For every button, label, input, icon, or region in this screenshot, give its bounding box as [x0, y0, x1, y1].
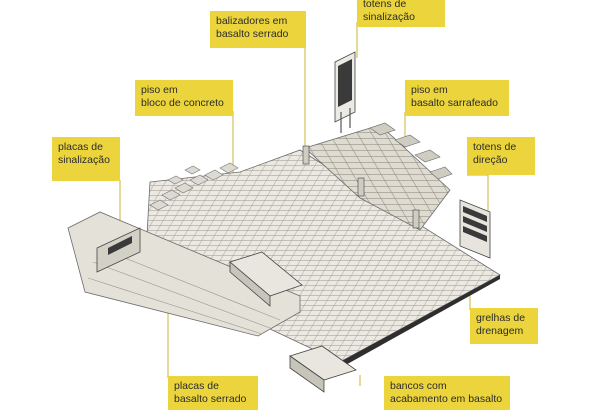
label-basalt-slabs: placas de basalto serrado [168, 376, 258, 410]
label-text: sinalização [363, 11, 415, 23]
label-text: piso em [411, 84, 448, 96]
direction-totem [459, 199, 491, 259]
scattered-blocks [149, 162, 239, 211]
label-bollards: balizadores em basalto serrado [210, 11, 306, 48]
label-text: totens de [363, 0, 407, 10]
label-text: bloco de concreto [141, 97, 224, 109]
label-benches: bancos com acabamento em basalto [384, 376, 510, 410]
isometric-plaza-drawing [67, 22, 501, 393]
drainage-grate [340, 275, 500, 367]
label-text: placas de [58, 141, 103, 153]
bench-upper [229, 251, 303, 307]
label-signage-plates: placas de sinalização [52, 137, 120, 181]
label-basalt-paving: piso em basalto sarrafeado [405, 80, 509, 116]
bollards [302, 145, 420, 229]
signage-totem [334, 51, 356, 133]
label-text: totens de [473, 141, 517, 153]
label-drainage-grates: grelhas de drenagem [470, 308, 538, 344]
basalt-step-blocks [369, 122, 453, 180]
label-text: placas de [174, 380, 219, 392]
label-text: basalto sarrafeado [411, 97, 498, 109]
label-direction-totems: totens de direção [467, 137, 535, 175]
bench-lower [289, 345, 357, 393]
label-text: basalto serrado [216, 28, 289, 40]
label-signage-totems: totens de sinalização [357, 0, 445, 27]
label-text: sinalização [58, 154, 110, 166]
label-text: bancos com [390, 380, 447, 392]
label-text: balizadores em [216, 15, 288, 27]
label-text: direção [473, 154, 508, 166]
label-text: piso em [141, 84, 178, 96]
label-text: grelhas de [476, 312, 526, 324]
label-text: drenagem [476, 325, 524, 337]
label-concrete-paving: piso em bloco de concreto [135, 80, 233, 116]
signage-panel-wall [96, 227, 141, 273]
basalt-paving-area [304, 124, 451, 231]
slab-joints [87, 247, 281, 335]
